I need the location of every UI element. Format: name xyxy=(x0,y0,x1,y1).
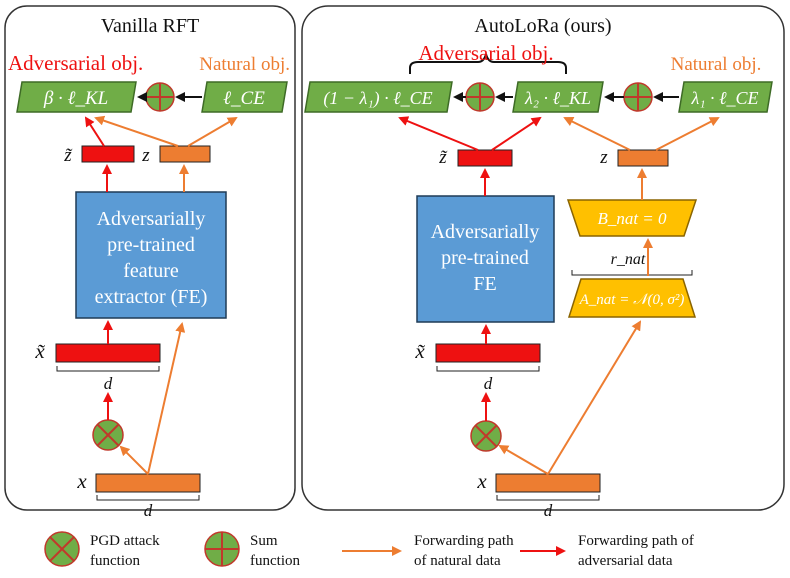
left-fe-line-1: Adversarially xyxy=(97,208,206,230)
right-loss-3-box xyxy=(678,81,773,113)
left-loss-nat-text: ℓ_CE xyxy=(223,88,265,109)
right-feat-adv-label: z̃ xyxy=(438,147,448,168)
right-loss-1-text: (1 − λ₁) · ℓ_CE xyxy=(323,88,432,109)
right-r-nat-bracket xyxy=(571,270,693,276)
left-feat-adv-bar xyxy=(81,145,135,163)
right-panel-title: AutoLoRa (ours) xyxy=(474,15,611,37)
legend-sum-line-1: Sum xyxy=(250,533,278,549)
right-input-adv-bar xyxy=(435,343,541,363)
left-input-nat-dim: d xyxy=(144,501,153,520)
left-fe-line-2: pre-trained xyxy=(107,234,195,256)
right-input-nat-bar xyxy=(495,473,601,493)
legend-adversarial-line-1: Forwarding path of xyxy=(578,533,694,549)
right-featnat-to-loss2-arrow xyxy=(563,117,631,151)
left-feat-nat-label: z xyxy=(141,145,150,166)
right-input-adv-bracket xyxy=(436,366,540,372)
legend-pgd-line-1: PGD attack xyxy=(90,533,160,549)
left-adversarial-obj-label: Adversarial obj. xyxy=(8,51,143,75)
right-adversarial-obj-label: Adversarial obj. xyxy=(418,41,553,65)
right-loss-2-box xyxy=(512,81,604,113)
legend-pgd-label: PGD attack function xyxy=(90,533,163,569)
right-sum-icon-1 xyxy=(465,82,495,112)
legend-sum-label: Sum function xyxy=(250,533,300,569)
left-feat-adv-label: z̃ xyxy=(63,145,73,166)
right-featadv-to-loss2-arrow xyxy=(491,116,542,151)
right-input-nat-dim: d xyxy=(544,501,553,520)
left-loss-adv-text: β · ℓ_KL xyxy=(43,88,108,109)
left-loss-adv-box xyxy=(16,81,137,113)
left-input-adv-bar xyxy=(55,343,161,363)
legend-pgd-line-2: function xyxy=(90,553,140,569)
left-featadv-to-lossadv-arrow xyxy=(84,116,105,147)
left-input-adv-dim: d xyxy=(104,374,113,393)
left-fe-block xyxy=(75,191,227,319)
right-inputnat-to-anat-arrow xyxy=(547,320,642,475)
left-input-nat-bar xyxy=(95,473,201,493)
left-natural-obj-label: Natural obj. xyxy=(199,54,290,75)
legend-pgd-icon xyxy=(44,531,80,567)
right-input-nat-label: x xyxy=(476,469,487,493)
left-input-adv-bracket xyxy=(56,366,160,372)
right-a-nat-box xyxy=(567,278,697,318)
legend-adversarial-line-2: adversarial data xyxy=(578,553,673,569)
right-featadv-to-loss1-arrow xyxy=(398,116,479,151)
right-feat-nat-label: z xyxy=(599,147,608,168)
right-loss-1-box xyxy=(304,81,453,113)
legend-sum-line-2: function xyxy=(250,553,300,569)
right-r-nat-label: r_nat xyxy=(611,251,646,268)
right-a-nat-text: A_nat = 𝒩(0, σ²) xyxy=(579,292,685,308)
right-fe-line-2: pre-trained xyxy=(441,247,529,269)
right-curly-brace xyxy=(409,53,567,74)
left-featnat-to-lossnat-arrow xyxy=(187,116,238,147)
right-loss-2-text: λ₂ · ℓ_KL xyxy=(524,88,591,108)
right-panel xyxy=(301,5,785,511)
right-feat-nat-bar xyxy=(617,149,669,167)
right-featnat-to-loss3-arrow xyxy=(655,117,720,151)
right-fe-line-1: Adversarially xyxy=(431,221,540,243)
right-b-nat-text: B_nat = 0 xyxy=(597,209,667,228)
legend-adversarial-label: Forwarding path of adversarial data xyxy=(578,533,698,569)
right-b-nat-box xyxy=(566,199,698,237)
left-input-nat-label: x xyxy=(76,469,87,493)
right-sum-icon-2 xyxy=(623,82,653,112)
left-fe-line-3: feature xyxy=(123,260,179,282)
left-loss-nat-box xyxy=(201,81,288,113)
right-input-adv-dim: d xyxy=(484,374,493,393)
left-featnat-to-lossadv-arrow xyxy=(94,115,179,147)
left-sum-icon xyxy=(145,82,175,112)
legend-natural-line-2: of natural data xyxy=(414,553,501,569)
left-panel xyxy=(4,5,296,511)
right-feat-adv-bar xyxy=(457,149,513,167)
left-pgd-attack-icon xyxy=(92,419,124,451)
left-input-adv-label: x̃ xyxy=(34,339,45,363)
right-fe-line-3: FE xyxy=(473,273,496,295)
right-loss-3-text: λ₁ · ℓ_CE xyxy=(690,88,758,108)
right-natural-obj-label: Natural obj. xyxy=(671,54,762,75)
left-inputnat-to-pgd-arrow xyxy=(119,445,149,475)
legend-natural-line-1: Forwarding path xyxy=(414,533,514,549)
right-pgd-attack-icon xyxy=(470,420,502,452)
legend-natural-label: Forwarding path of natural data xyxy=(414,533,517,569)
left-feat-nat-bar xyxy=(159,145,211,163)
left-input-nat-bracket xyxy=(96,495,200,501)
left-inputnat-to-fe-arrow xyxy=(147,322,186,475)
right-input-nat-bracket xyxy=(496,495,600,501)
left-panel-title: Vanilla RFT xyxy=(101,15,199,37)
right-input-adv-label: x̃ xyxy=(414,339,425,363)
left-fe-line-4: extractor (FE) xyxy=(95,286,208,308)
right-inputnat-to-pgd-arrow xyxy=(498,444,549,475)
legend-sum-icon xyxy=(204,531,240,567)
